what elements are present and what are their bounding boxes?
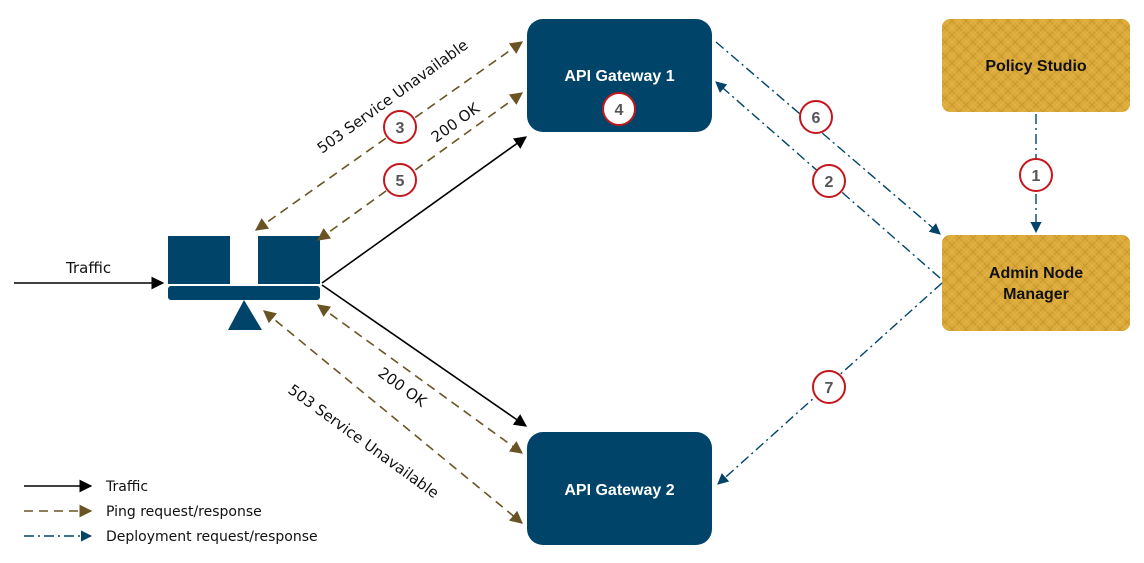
admin-node-manager-label-line1: Admin Node <box>989 265 1083 282</box>
policy-studio-node: Policy Studio <box>942 19 1130 112</box>
svg-text:3: 3 <box>396 120 405 137</box>
ping-gateway-1-200-line <box>316 92 524 241</box>
step-3-badge: 3 <box>383 110 417 144</box>
svg-text:2: 2 <box>825 174 834 191</box>
legend-traffic-label: Traffic <box>105 479 148 495</box>
svg-text:6: 6 <box>812 110 821 127</box>
api-gateway-2-node: API Gateway 2 <box>527 432 712 545</box>
admin-node-manager-node: Admin Node Manager <box>942 235 1130 331</box>
api-gateway-2-label: API Gateway 2 <box>564 482 674 499</box>
ping-gateway-2-503-line <box>263 310 523 524</box>
gateway-2-200-label: 200 OK <box>375 364 431 412</box>
deploy-gateway-1-to-admin-line <box>715 41 941 235</box>
traffic-to-gateway-2-arrow <box>321 284 528 427</box>
svg-text:1: 1 <box>1032 168 1041 185</box>
step-5-badge: 5 <box>383 163 417 197</box>
ping-gateway-1-503-line <box>254 41 524 231</box>
gateway-1-200-label: 200 OK <box>428 99 484 147</box>
traffic-label: Traffic <box>65 259 111 277</box>
step-7-badge: 7 <box>812 370 846 404</box>
svg-text:7: 7 <box>825 380 834 397</box>
traffic-to-gateway-1-arrow <box>321 136 528 284</box>
policy-studio-label: Policy Studio <box>985 58 1087 75</box>
admin-node-manager-label-line2: Manager <box>1003 286 1069 303</box>
api-gateway-1-label: API Gateway 1 <box>564 68 674 85</box>
step-6-badge: 6 <box>799 100 833 134</box>
step-2-badge: 2 <box>812 164 846 198</box>
legend-ping-label: Ping request/response <box>106 504 262 520</box>
step-1-badge: 1 <box>1019 158 1053 192</box>
step-4-badge: 4 <box>602 92 636 126</box>
api-gateway-1-node: API Gateway 1 <box>527 19 712 132</box>
legend-deploy-label: Deployment request/response <box>106 529 318 545</box>
load-balancer-icon <box>168 236 320 330</box>
svg-text:5: 5 <box>396 173 405 190</box>
legend: Traffic Ping request/response Deployment… <box>24 479 318 545</box>
svg-text:4: 4 <box>615 102 624 119</box>
